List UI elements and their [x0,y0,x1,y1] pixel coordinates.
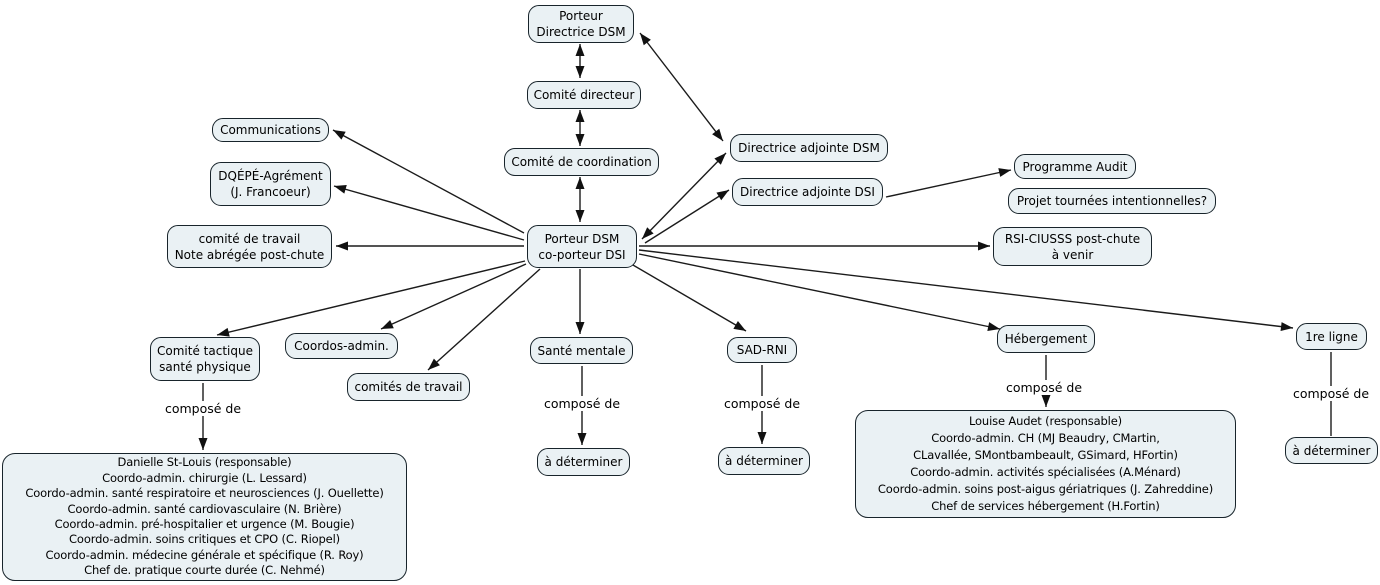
node-comite-de-coordination[interactable]: Comité de coordination [504,148,659,176]
node-sante-mentale[interactable]: Santé mentale [530,337,633,364]
node-comites-de-travail[interactable]: comités de travail [347,373,470,401]
node-equipe-hebergement-membres[interactable]: Louise Audet (responsable) Coordo-admin.… [855,410,1236,518]
node-projet-tournees-intentionnelles[interactable]: Projet tournées intentionnelles? [1008,188,1216,214]
edge-porteur-dsm-to-adjointe-dsm [639,32,724,142]
edge-centre-to-comites-de-travail [427,268,541,371]
edge-centre-to-sad-rni [632,264,747,332]
node-comite-travail-note-abregee[interactable]: comité de travail Note abrégée post-chut… [167,225,332,268]
edge-centre-to-adjointe-dsi [644,189,730,244]
node-communications[interactable]: Communications [212,118,329,142]
node-comite-tactique-sante-physique[interactable]: Comité tactique santé physique [150,337,260,381]
edge-centre-to-coordos-admin [380,263,527,330]
node-a-determiner-1re-ligne[interactable]: à déterminer [1285,437,1378,464]
node-equipe-sante-physique-membres[interactable]: Danielle St-Louis (responsable) Coordo-a… [2,453,407,581]
node-porteur-directrice-dsm[interactable]: Porteur Directrice DSM [528,5,634,43]
edge-centre-to-comite-tactique [216,260,526,337]
edge-centre-to-hebergement [638,253,1001,331]
node-hebergement[interactable]: Hébergement [997,325,1095,353]
edge-label-compose-de-sante-mentale: composé de [539,396,625,411]
edge-centre-to-1re-ligne [638,249,1294,332]
edge-adjointe-dsi-to-programme-audit [885,168,1012,198]
edge-label-compose-de-comite-tactique: composé de [160,401,246,416]
node-directrice-adjointe-dsm[interactable]: Directrice adjointe DSM [730,134,888,162]
edge-centre-to-communications [332,129,525,234]
node-programme-audit[interactable]: Programme Audit [1014,154,1136,179]
node-porteur-dsm-co-porteur-dsi[interactable]: Porteur DSM co-porteur DSI [527,225,637,268]
edge-centre-to-dqepe [333,184,525,241]
node-dqepe-agrement[interactable]: DQÉPÉ-Agrément (J. Francoeur) [210,162,331,206]
node-sad-rni[interactable]: SAD-RNI [727,337,797,363]
node-a-determiner-sante-mentale[interactable]: à déterminer [537,448,630,476]
node-directrice-adjointe-dsi[interactable]: Directrice adjointe DSI [732,178,883,206]
node-a-determiner-sad-rni[interactable]: à déterminer [718,447,810,475]
edge-label-compose-de-hebergement: composé de [1001,380,1087,395]
node-comite-directeur[interactable]: Comité directeur [527,81,641,109]
edge-label-compose-de-sad-rni: composé de [719,396,805,411]
edge-label-compose-de-1re-ligne: composé de [1288,386,1374,401]
edge-centre-to-adjointe-dsm [641,152,727,240]
node-rsi-ciusss-post-chute[interactable]: RSI-CIUSSS post-chute à venir [993,227,1152,266]
node-coordos-admin[interactable]: Coordos-admin. [285,333,398,359]
node-1re-ligne[interactable]: 1re ligne [1296,323,1367,350]
